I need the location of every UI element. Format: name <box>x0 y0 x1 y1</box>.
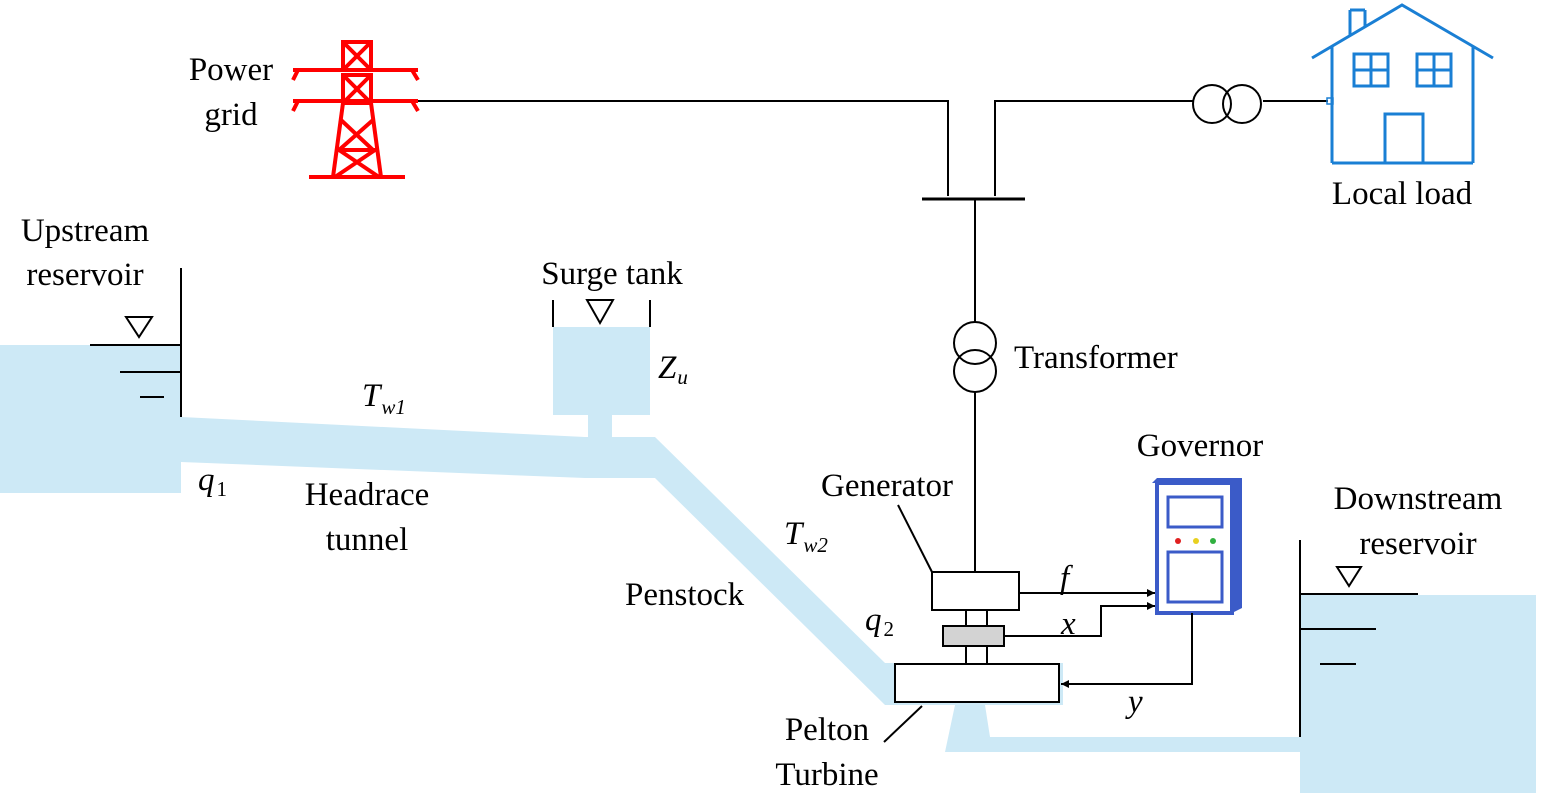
upstream-reservoir-water <box>0 345 181 493</box>
surge-tank-label: Surge tank <box>541 256 683 292</box>
main-transformer-coil-2 <box>953 349 997 393</box>
pelton-label-1: Pelton <box>785 712 869 748</box>
water-system <box>0 327 1536 793</box>
surge-tank-riser <box>588 413 612 441</box>
load-transformer-coil-1 <box>1192 84 1232 124</box>
tw1-label: Tw1 <box>362 378 406 419</box>
gate-signal <box>1061 613 1193 688</box>
downstream-level-triangle-icon <box>1335 566 1363 588</box>
upstream-label-1: Upstream <box>21 213 150 249</box>
upstream-level-triangle-icon <box>124 316 154 339</box>
generator-box <box>931 571 1020 611</box>
turbine-box <box>894 663 1060 703</box>
coupling-box <box>942 625 1005 647</box>
penstock-water <box>655 437 885 705</box>
pelton-leader-line <box>883 705 923 743</box>
q2-label: q2 <box>865 602 894 641</box>
grid-line <box>418 100 949 196</box>
governor-icon <box>1152 478 1242 615</box>
zu-label: Zu <box>658 350 688 389</box>
generator-leader-line <box>897 504 933 573</box>
surge-level-triangle-icon <box>585 299 615 326</box>
q1-label: q1 <box>198 462 227 501</box>
downstream-reservoir-water <box>1300 595 1536 793</box>
house-icon <box>1311 3 1494 165</box>
power-grid-label-1: Power <box>189 52 273 88</box>
y-label: y <box>1125 684 1143 720</box>
led-green-icon <box>1210 538 1216 544</box>
led-yellow-icon <box>1193 538 1199 544</box>
local-load-label: Local load <box>1332 176 1473 212</box>
upstream-label-2: reservoir <box>26 257 143 293</box>
position-signal <box>1004 602 1155 637</box>
junction-water <box>585 437 655 478</box>
main-transformer-coil-1 <box>953 321 997 365</box>
led-red-icon <box>1175 538 1181 544</box>
headrace-label-1: Headrace <box>305 477 430 513</box>
power-grid-label-2: grid <box>204 97 258 133</box>
downstream-label-1: Downstream <box>1334 481 1503 517</box>
headrace-label-2: tunnel <box>326 522 408 558</box>
pelton-label-2: Turbine <box>775 757 878 793</box>
tailrace-water <box>945 705 1300 752</box>
f-label: f <box>1060 560 1073 596</box>
control-signals <box>1004 589 1193 688</box>
generator-unit <box>894 571 1060 703</box>
tw2-label: Tw2 <box>784 516 828 557</box>
power-tower-icon <box>291 40 420 179</box>
penstock-label: Penstock <box>625 577 745 613</box>
transformer-label: Transformer <box>1014 340 1178 376</box>
load-line <box>994 100 1193 196</box>
generator-label: Generator <box>821 468 953 504</box>
x-label: x <box>1060 606 1076 642</box>
reservoir-walls <box>90 268 1418 737</box>
downstream-label-2: reservoir <box>1359 526 1476 562</box>
governor-label: Governor <box>1137 428 1263 464</box>
load-transformer-coil-2 <box>1222 84 1262 124</box>
headrace-tunnel-water <box>181 417 585 478</box>
surge-tank-water <box>553 327 650 415</box>
electrical-network <box>418 84 1328 572</box>
